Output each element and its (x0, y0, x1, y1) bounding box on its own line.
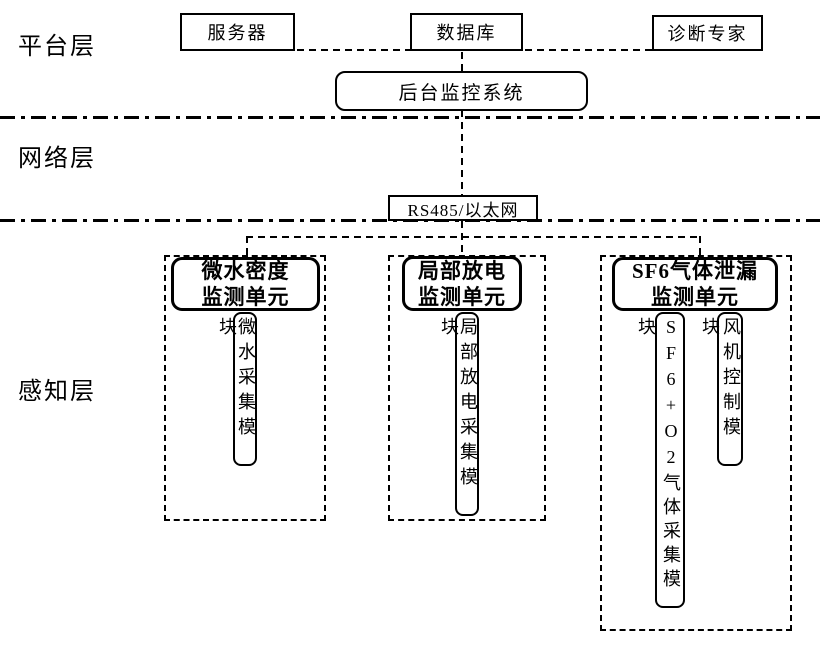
layer-label-perception: 感知层 (18, 379, 96, 405)
unit-partial-discharge-header: 局部放电 监测单元 (402, 256, 522, 311)
monitor-bus-link (461, 110, 463, 196)
diagnosis-expert-box: 诊断专家 (652, 15, 763, 51)
module-partial-discharge-acquisition: 局部放电采集模块 (439, 312, 479, 516)
unit-microwater-density (164, 255, 326, 521)
server-box: 服务器 (180, 13, 295, 51)
branch-drop-right (699, 236, 701, 257)
unit-sf6-gas-leak-header: SF6气体泄漏 监测单元 (612, 257, 778, 311)
branch-drop-left (246, 236, 248, 257)
unit-microwater-density-header: 微水密度 监测单元 (171, 257, 320, 311)
layer-label-network: 网络层 (18, 146, 96, 172)
branch-line (246, 236, 701, 238)
layer-divider-platform-network (0, 116, 820, 119)
module-fan-control: 风机控制模块 (700, 312, 743, 466)
database-monitor-link (461, 52, 463, 74)
layer-label-platform: 平台层 (18, 34, 96, 60)
monitor-system-box: 后台监控系统 (335, 71, 588, 111)
database-box: 数据库 (410, 13, 523, 51)
module-microwater-acquisition: 微水采集模块 (217, 312, 257, 466)
bus-branch-link (461, 221, 463, 257)
rs485-ethernet-box: RS485/以太网 (388, 195, 538, 221)
module-sf6-o2-gas-acquisition: SF6+O2气体采集模块 (636, 312, 685, 608)
unit-sf6-gas-leak (600, 255, 792, 631)
